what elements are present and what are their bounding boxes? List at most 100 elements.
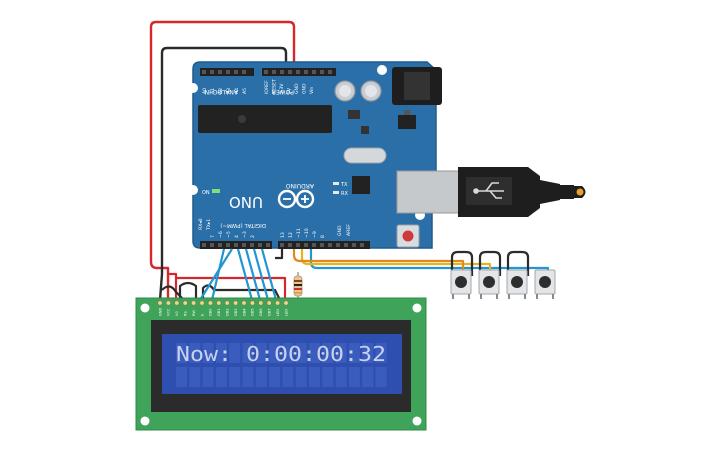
push-button[interactable]	[506, 269, 528, 299]
header-pin[interactable]	[288, 70, 292, 74]
lcd-pin[interactable]	[266, 300, 272, 306]
wire-gnd-black[interactable]	[158, 46, 288, 301]
lcd-pin[interactable]	[157, 300, 163, 306]
wire-lcd-black-1[interactable]	[161, 285, 185, 301]
resistor[interactable]	[293, 272, 303, 300]
wire-button-yellow[interactable]	[300, 249, 492, 276]
lcd-pin[interactable]	[174, 300, 180, 306]
header-pin[interactable]	[202, 70, 206, 74]
wire-lcd-red-2[interactable]	[176, 276, 287, 300]
header-pin[interactable]	[360, 243, 364, 247]
wire-button-black-2[interactable]	[450, 250, 474, 276]
header-pin[interactable]	[226, 70, 230, 74]
lcd-cell	[215, 367, 227, 387]
lcd-cell	[282, 367, 294, 387]
pin-label: 12	[288, 232, 294, 238]
header-pin[interactable]	[264, 70, 268, 74]
header-pin[interactable]	[202, 243, 206, 247]
lcd-pin[interactable]	[191, 300, 197, 306]
top-wires	[149, 20, 296, 301]
header-pin[interactable]	[280, 70, 284, 74]
header-pin[interactable]	[266, 243, 270, 247]
push-button[interactable]	[534, 269, 556, 299]
wire-button-blue[interactable]	[309, 249, 550, 276]
lcd-pin[interactable]	[165, 300, 171, 306]
lcd-cell	[362, 367, 374, 387]
header-pin[interactable]	[328, 243, 332, 247]
usb-chip	[352, 176, 370, 194]
wire-lcd-black-2[interactable]	[178, 281, 198, 300]
header-pin[interactable]	[210, 70, 214, 74]
lcd-pin[interactable]	[216, 300, 222, 306]
header-pin[interactable]	[344, 243, 348, 247]
lcd-cell	[242, 367, 254, 387]
wire-lcd-e[interactable]	[210, 248, 226, 301]
header-pin[interactable]	[296, 70, 300, 74]
lcd-pin[interactable]	[249, 300, 255, 306]
board-model: UNO	[229, 193, 263, 211]
lcd-pin[interactable]	[182, 300, 188, 306]
lcd-pin-label: DB1	[217, 308, 221, 316]
header-pin[interactable]	[234, 243, 238, 247]
header-pin[interactable]	[226, 243, 230, 247]
lcd-pin-label: V0	[175, 311, 179, 316]
header-pin[interactable]	[234, 70, 238, 74]
header-pin[interactable]	[320, 70, 324, 74]
header-pin[interactable]	[280, 243, 284, 247]
pin-label: ~6	[218, 231, 224, 238]
wire-lcd-rs[interactable]	[199, 248, 233, 301]
header-pin[interactable]	[250, 243, 254, 247]
wire-button-black-1[interactable]	[275, 249, 284, 260]
header-pin[interactable]	[328, 70, 332, 74]
wire-button-black-3[interactable]	[478, 250, 502, 276]
lcd-pin[interactable]	[233, 300, 239, 306]
lcd-cell	[362, 343, 374, 363]
header-pin[interactable]	[258, 243, 262, 247]
lcd-cell	[282, 343, 294, 363]
wire-lcd-db5[interactable]	[252, 248, 270, 301]
header-pin[interactable]	[242, 243, 246, 247]
board-brand: ARDUINO	[285, 182, 314, 189]
lcd-pin[interactable]	[275, 300, 281, 306]
header-pin[interactable]	[312, 70, 316, 74]
header-pin[interactable]	[320, 243, 324, 247]
pin-label: A5	[242, 88, 248, 94]
lcd-pin[interactable]	[241, 300, 247, 306]
wire-lcd-db4[interactable]	[260, 248, 278, 301]
wire-button-orange[interactable]	[292, 249, 465, 276]
header-pin[interactable]	[210, 243, 214, 247]
wire-lcd-db7[interactable]	[236, 248, 254, 301]
lcd-pin[interactable]	[258, 300, 264, 306]
aref-label: AREF	[346, 224, 352, 236]
header-pin[interactable]	[312, 243, 316, 247]
smd-chip	[348, 110, 360, 119]
header-pin[interactable]	[304, 243, 308, 247]
header-pin[interactable]	[218, 243, 222, 247]
header-pin[interactable]	[352, 243, 356, 247]
lcd-pin[interactable]	[199, 300, 205, 306]
wire-5v-red[interactable]	[149, 20, 296, 300]
header-pin[interactable]	[336, 243, 340, 247]
wire-lcd-db6[interactable]	[244, 248, 262, 301]
lcd-pin[interactable]	[283, 300, 289, 306]
lcd-pin-label: RS	[184, 311, 188, 316]
header-pin[interactable]	[296, 243, 300, 247]
header-pin[interactable]	[304, 70, 308, 74]
push-button[interactable]	[450, 269, 472, 299]
power-label: POWER	[272, 88, 294, 95]
pin-label: 2	[250, 235, 256, 238]
usb-icon	[473, 182, 504, 199]
wire-button-black-4[interactable]	[506, 250, 530, 276]
lcd-cell	[189, 343, 201, 363]
push-button[interactable]	[478, 269, 500, 299]
header-pin[interactable]	[272, 70, 276, 74]
mount-hole	[377, 65, 387, 75]
lcd-pin-label: DB7	[268, 308, 272, 316]
header-pin[interactable]	[242, 70, 246, 74]
lcd-pin[interactable]	[207, 300, 213, 306]
header-pin[interactable]	[218, 70, 222, 74]
lcd-cell	[335, 343, 347, 363]
header-pin[interactable]	[288, 243, 292, 247]
lcd-pin[interactable]	[224, 300, 230, 306]
lcd-character-cells	[176, 343, 387, 387]
